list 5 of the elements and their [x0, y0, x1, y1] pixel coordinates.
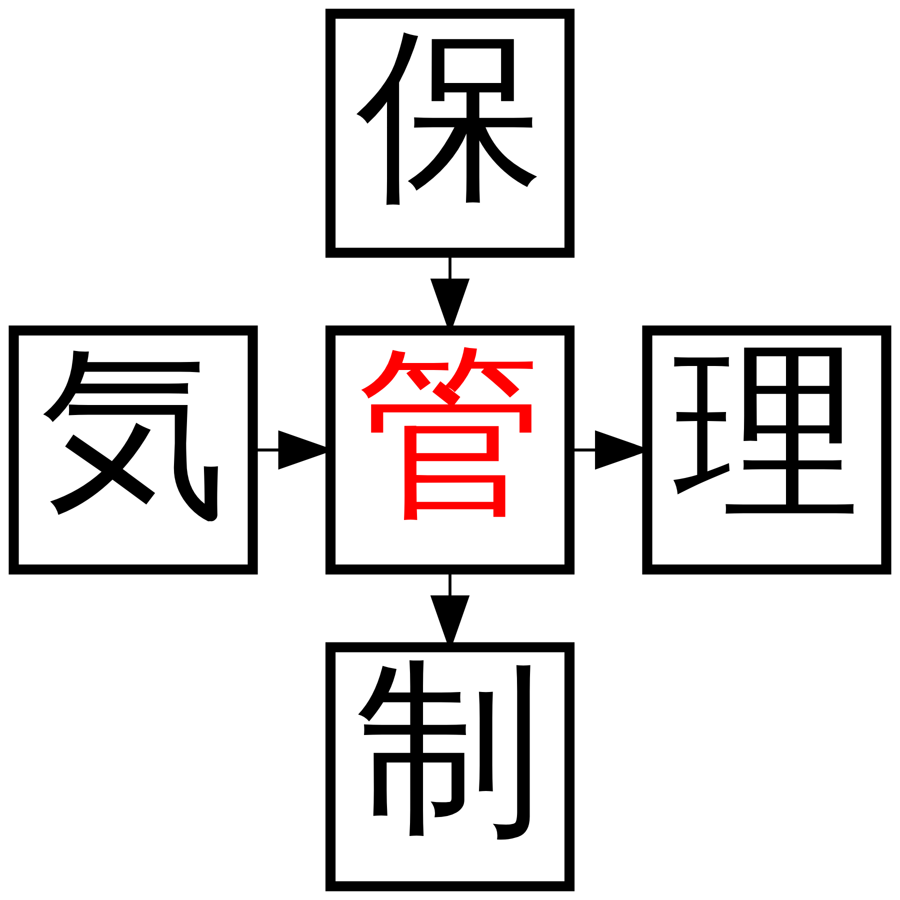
- node-box: 制: [325, 642, 575, 892]
- node-box: 保: [325, 8, 575, 258]
- node-box: 理: [642, 325, 892, 575]
- node-box: 気: [8, 325, 258, 575]
- node-box: 管: [325, 325, 575, 575]
